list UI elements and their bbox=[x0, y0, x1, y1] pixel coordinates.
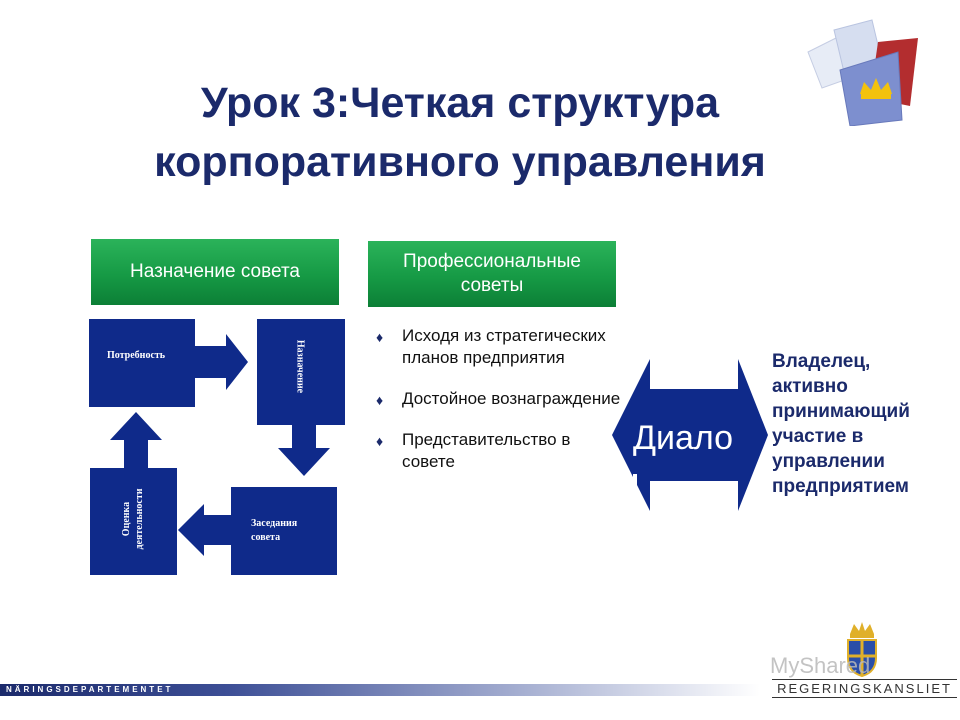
cycle-arrows bbox=[110, 334, 330, 556]
advice-bullet-list: ♦ Исходя из стратегических планов предпр… bbox=[376, 325, 626, 492]
dialogue-double-arrow-icon bbox=[612, 359, 768, 511]
professional-boards-header: Профессиональные советы bbox=[368, 241, 616, 307]
bullet-text: Исходя из стратегических планов предприя… bbox=[402, 326, 606, 367]
evaluation-label-line-1: Оценка bbox=[121, 501, 132, 537]
footer-bar bbox=[0, 684, 760, 696]
bullet-item: ♦ Представительство в совете bbox=[376, 429, 626, 473]
page-title: Урок 3:Четкая структура корпоративного у… bbox=[80, 74, 840, 192]
meetings-label-line-1: Заседания bbox=[251, 518, 298, 529]
board-appointment-header-label: Назначение совета bbox=[130, 261, 300, 282]
evaluation-label: Оценка деятельности bbox=[120, 466, 146, 572]
dialogue-label: Диало bbox=[633, 419, 734, 457]
appointment-box: Назначение bbox=[257, 319, 345, 425]
title-line-2: корпоративного управления bbox=[154, 138, 766, 186]
dialogue-label-box: Диало bbox=[624, 414, 754, 458]
professional-boards-header-line-2: советы bbox=[460, 275, 524, 296]
owner-line-2: активно bbox=[772, 376, 848, 397]
bullet-item: ♦ Достойное вознаграждение bbox=[376, 388, 626, 410]
appointment-label: Назначение bbox=[294, 339, 306, 394]
meetings-label-line-2: совета bbox=[251, 532, 281, 543]
bullet-text: Достойное вознаграждение bbox=[402, 389, 621, 408]
owner-line-5: управлении bbox=[772, 451, 885, 472]
meetings-box: Заседания совета bbox=[231, 487, 337, 575]
footer-department-label: NÄRINGSDEPARTEMENTET bbox=[6, 685, 174, 694]
dialogue-clipped-stroke bbox=[633, 474, 637, 496]
diamond-bullet-icon: ♦ bbox=[376, 329, 384, 345]
crown-icon bbox=[860, 78, 892, 99]
arrow-down bbox=[278, 422, 330, 476]
arrow-right bbox=[194, 334, 248, 390]
meetings-label: Заседания совета bbox=[251, 517, 297, 545]
need-box: Потребность bbox=[89, 319, 195, 407]
owner-line-6: предприятием bbox=[772, 476, 909, 497]
professional-boards-header-line-1: Профессиональные bbox=[403, 251, 581, 272]
bullet-item: ♦ Исходя из стратегических планов предпр… bbox=[376, 325, 626, 369]
evaluation-box: Оценка деятельности bbox=[90, 468, 177, 575]
need-label: Потребность bbox=[107, 350, 166, 361]
owner-statement: Владелец, активно принимающий участие в … bbox=[772, 349, 957, 499]
diamond-bullet-icon: ♦ bbox=[376, 433, 384, 449]
regeringskansliet-logo-text: REGERINGSKANSLIET bbox=[772, 679, 957, 698]
bullet-text: Представительство в совете bbox=[402, 430, 571, 471]
arrow-up bbox=[110, 412, 162, 472]
watermark: MyShared bbox=[770, 653, 871, 678]
owner-line-1: Владелец, bbox=[772, 351, 871, 372]
board-appointment-header: Назначение совета bbox=[91, 239, 339, 305]
evaluation-label-line-2: деятельности bbox=[134, 488, 145, 550]
diamond-bullet-icon: ♦ bbox=[376, 392, 384, 408]
coat-of-arms-icon bbox=[847, 622, 877, 678]
title-line-1: Урок 3:Четкая структура bbox=[200, 79, 720, 127]
arrow-left bbox=[178, 504, 232, 556]
cards-logo-icon bbox=[807, 19, 918, 126]
owner-line-4: участие в bbox=[772, 426, 864, 447]
owner-line-3: принимающий bbox=[772, 401, 910, 422]
